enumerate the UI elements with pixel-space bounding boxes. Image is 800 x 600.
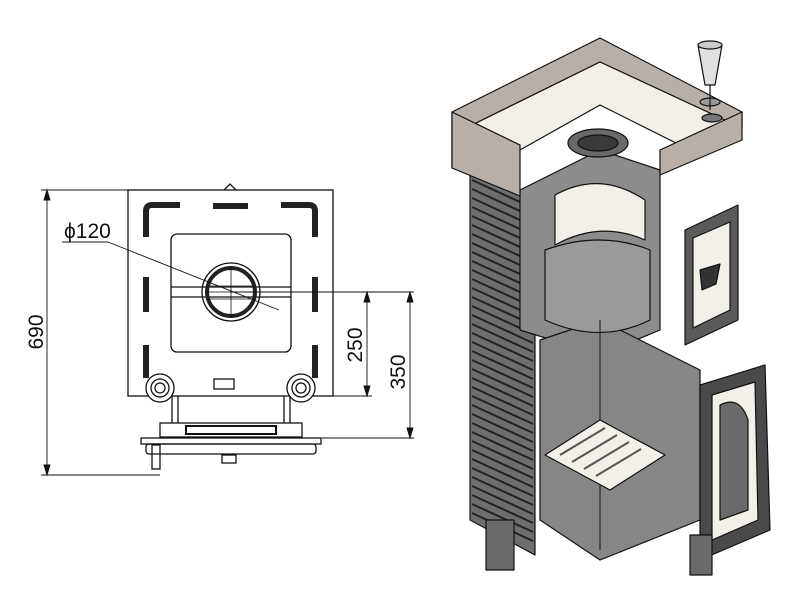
rib bbox=[471, 449, 534, 479]
rib bbox=[471, 485, 534, 515]
rib bbox=[471, 314, 534, 344]
rib bbox=[471, 422, 534, 452]
wheel-left bbox=[145, 373, 175, 403]
rib bbox=[471, 413, 534, 443]
dimension-250: 250 bbox=[344, 327, 367, 362]
leg-right bbox=[689, 534, 713, 576]
rib bbox=[471, 359, 534, 389]
leg-left bbox=[485, 519, 515, 571]
dimension-690: 690 bbox=[25, 314, 48, 349]
inner-panel bbox=[170, 233, 292, 353]
cutaway-view bbox=[451, 37, 771, 576]
rib bbox=[471, 377, 534, 407]
top-view bbox=[127, 183, 334, 470]
rib bbox=[471, 476, 534, 506]
dimension-350: 350 bbox=[387, 354, 410, 389]
upper-door bbox=[684, 204, 739, 346]
rib bbox=[471, 467, 534, 497]
top-cladding bbox=[451, 37, 743, 197]
air-control-knob bbox=[697, 40, 723, 123]
dimension-lines bbox=[41, 188, 414, 477]
rib bbox=[471, 503, 534, 533]
rib bbox=[471, 431, 534, 461]
rib bbox=[471, 323, 534, 353]
rib bbox=[471, 458, 534, 488]
top-plate bbox=[127, 189, 334, 397]
grate bbox=[544, 419, 666, 491]
rib bbox=[471, 350, 534, 380]
rib bbox=[471, 494, 534, 524]
front-door bbox=[699, 364, 771, 561]
rib bbox=[471, 332, 534, 362]
wheel-right bbox=[286, 373, 316, 403]
rib bbox=[471, 404, 534, 434]
rib bbox=[471, 341, 534, 371]
rib bbox=[471, 386, 534, 416]
rib bbox=[471, 368, 534, 398]
rib bbox=[471, 395, 534, 425]
rib bbox=[471, 440, 534, 470]
dimension-flue-diameter: ϕ120 bbox=[64, 220, 111, 243]
baffle bbox=[554, 183, 646, 246]
